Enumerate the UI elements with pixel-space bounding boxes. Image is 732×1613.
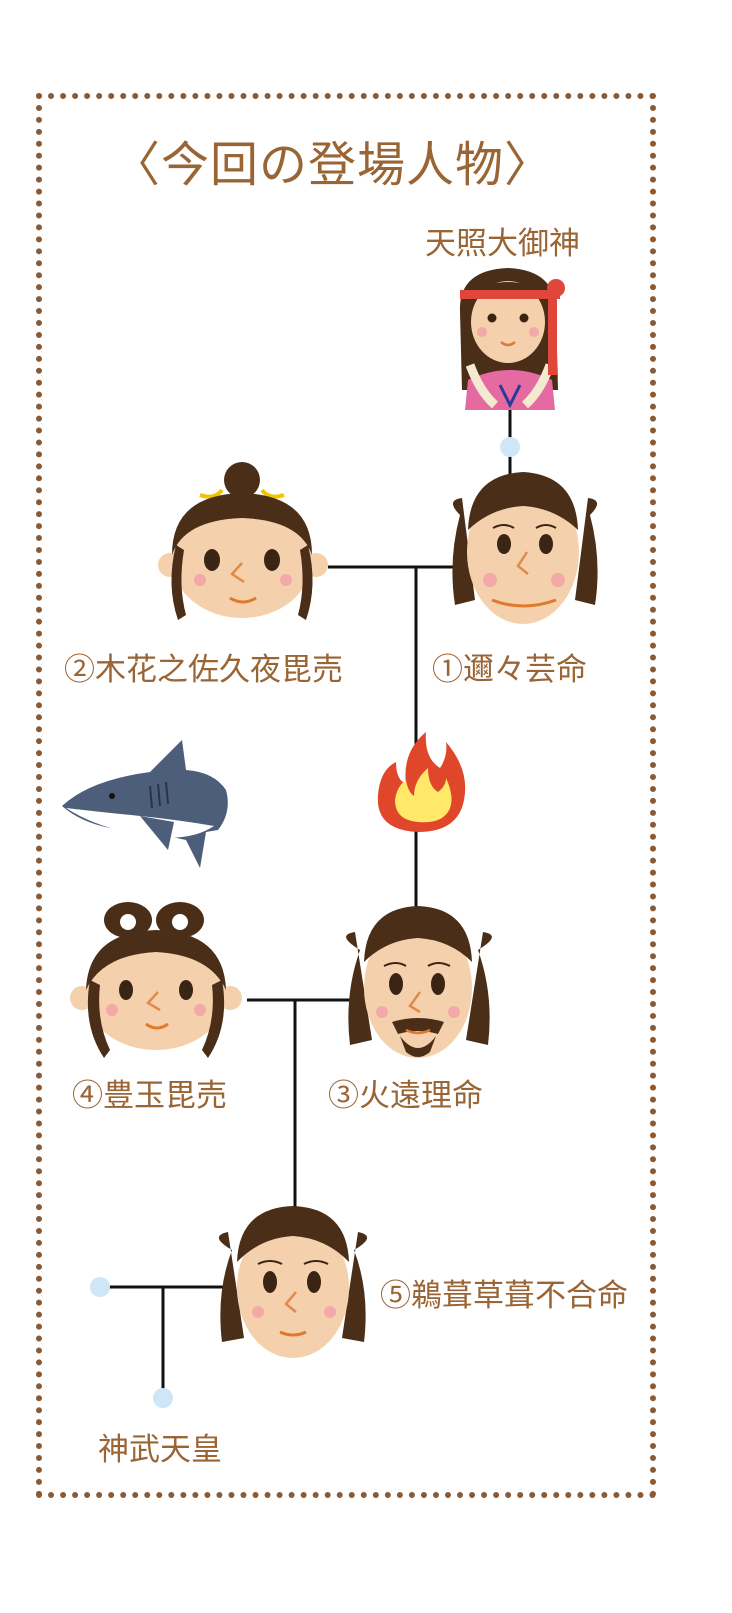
node-dot [153, 1388, 173, 1408]
ninigi-avatar [452, 472, 598, 624]
fire-icon [377, 732, 466, 832]
hoori-name: ③火遠理命 [328, 1078, 483, 1114]
ugaya-name: ⑤鵜葺草葺不合命 [380, 1278, 628, 1314]
tree-lines [100, 398, 512, 1398]
ugaya-avatar [218, 1206, 368, 1358]
ninigi-name: ①邇々芸命 [432, 652, 587, 688]
amaterasu-name: 天照大御神 [425, 226, 580, 262]
hoori-avatar [346, 906, 492, 1058]
amaterasu-avatar [459, 268, 565, 410]
page-title: 〈今回の登場人物〉 [112, 137, 554, 193]
konohana-avatar [158, 462, 328, 620]
shark-icon [62, 740, 228, 868]
node-dot [500, 437, 520, 457]
toyotama-avatar [70, 902, 242, 1058]
dotted-frame [36, 93, 656, 1498]
toyotama-name: ④豊玉毘売 [72, 1078, 227, 1114]
node-dot [90, 1277, 110, 1297]
jimmu-name: 神武天皇 [98, 1432, 222, 1468]
konohana-name: ②木花之佐久夜毘売 [64, 652, 343, 688]
